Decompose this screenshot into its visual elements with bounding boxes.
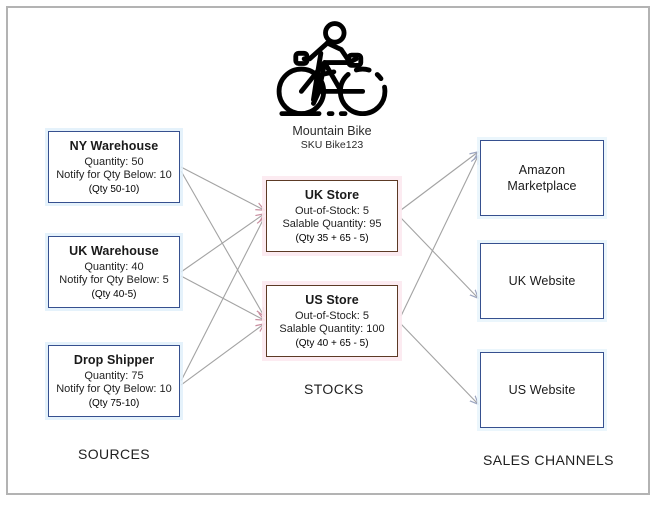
source-formula: (Qty 50-10) bbox=[88, 183, 140, 195]
source-title: Drop Shipper bbox=[73, 352, 155, 367]
source-node-ny-warehouse[interactable]: NY Warehouse Quantity: 50 Notify for Qty… bbox=[48, 131, 180, 203]
channel-node-uk-website[interactable]: UK Website bbox=[480, 243, 604, 319]
source-quantity: Quantity: 40 bbox=[84, 260, 144, 273]
stock-salable-quantity: Salable Quantity: 95 bbox=[282, 218, 382, 230]
source-node-drop-shipper[interactable]: Drop Shipper Quantity: 75 Notify for Qty… bbox=[48, 345, 180, 417]
source-node-uk-warehouse[interactable]: UK Warehouse Quantity: 40 Notify for Qty… bbox=[48, 236, 180, 308]
channel-node-us-website[interactable]: US Website bbox=[480, 352, 604, 428]
stock-salable-quantity: Salable Quantity: 100 bbox=[279, 323, 385, 335]
source-title: UK Warehouse bbox=[69, 243, 159, 258]
product-name: Mountain Bike bbox=[292, 124, 372, 138]
bicycle-icon bbox=[276, 21, 388, 117]
caption-channels: SALES CHANNELS bbox=[483, 452, 614, 468]
product-block: Mountain Bike SKU Bike123 bbox=[268, 18, 396, 151]
stock-title: US Store bbox=[305, 292, 359, 307]
stock-formula: (Qty 40 + 65 - 5) bbox=[295, 337, 369, 349]
channel-title: UK Website bbox=[508, 274, 576, 288]
stock-node-us-store[interactable]: US Store Out-of-Stock: 5 Salable Quantit… bbox=[266, 285, 398, 357]
source-notify: Notify for Qty Below: 10 bbox=[56, 169, 172, 181]
source-title: NY Warehouse bbox=[69, 138, 159, 153]
source-formula: (Qty 40-5) bbox=[91, 288, 137, 300]
stock-out-of-stock: Out-of-Stock: 5 bbox=[295, 204, 369, 217]
source-formula: (Qty 75-10) bbox=[88, 397, 140, 409]
product-sku: SKU Bike123 bbox=[300, 139, 364, 151]
caption-stocks: STOCKS bbox=[304, 381, 364, 397]
stock-title: UK Store bbox=[304, 187, 360, 202]
channel-title: US Website bbox=[508, 383, 576, 397]
source-notify: Notify for Qty Below: 10 bbox=[56, 383, 172, 395]
stock-node-uk-store[interactable]: UK Store Out-of-Stock: 5 Salable Quantit… bbox=[266, 180, 398, 252]
source-quantity: Quantity: 50 bbox=[84, 155, 144, 168]
stock-formula: (Qty 35 + 65 - 5) bbox=[295, 232, 369, 244]
source-notify: Notify for Qty Below: 5 bbox=[59, 274, 169, 286]
source-quantity: Quantity: 75 bbox=[84, 369, 144, 382]
caption-sources: SOURCES bbox=[78, 446, 151, 462]
stock-out-of-stock: Out-of-Stock: 5 bbox=[295, 309, 369, 322]
